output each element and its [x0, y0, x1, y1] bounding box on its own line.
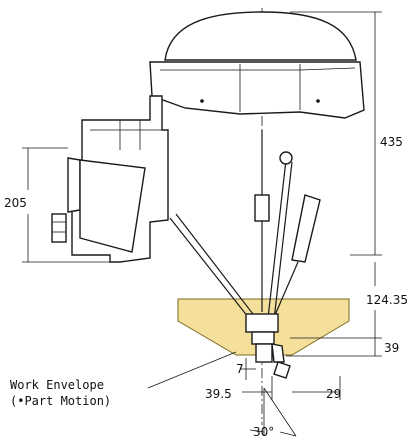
dim-envelope-depth: 39: [384, 341, 399, 355]
dim-offset-small: 7: [236, 362, 244, 376]
robot-arms: [169, 130, 321, 323]
dim-tool-offset: 39.5: [205, 387, 232, 401]
robot-mount-bracket: [51, 95, 169, 263]
dim-height-total: 435: [380, 135, 403, 149]
dimension-lines: [22, 11, 382, 437]
dim-mount-height: 205: [4, 196, 27, 210]
robot-top-housing: [149, 11, 365, 119]
dim-tilt-angle: 30°: [253, 425, 274, 439]
work-envelope-label-line1: Work Envelope: [10, 378, 104, 392]
robot-end-effector: [245, 313, 291, 379]
work-envelope-label-line2: (•Part Motion): [10, 394, 111, 408]
dim-stroke-height: 124.35: [366, 293, 408, 307]
dim-flange-offset: 29: [326, 387, 341, 401]
